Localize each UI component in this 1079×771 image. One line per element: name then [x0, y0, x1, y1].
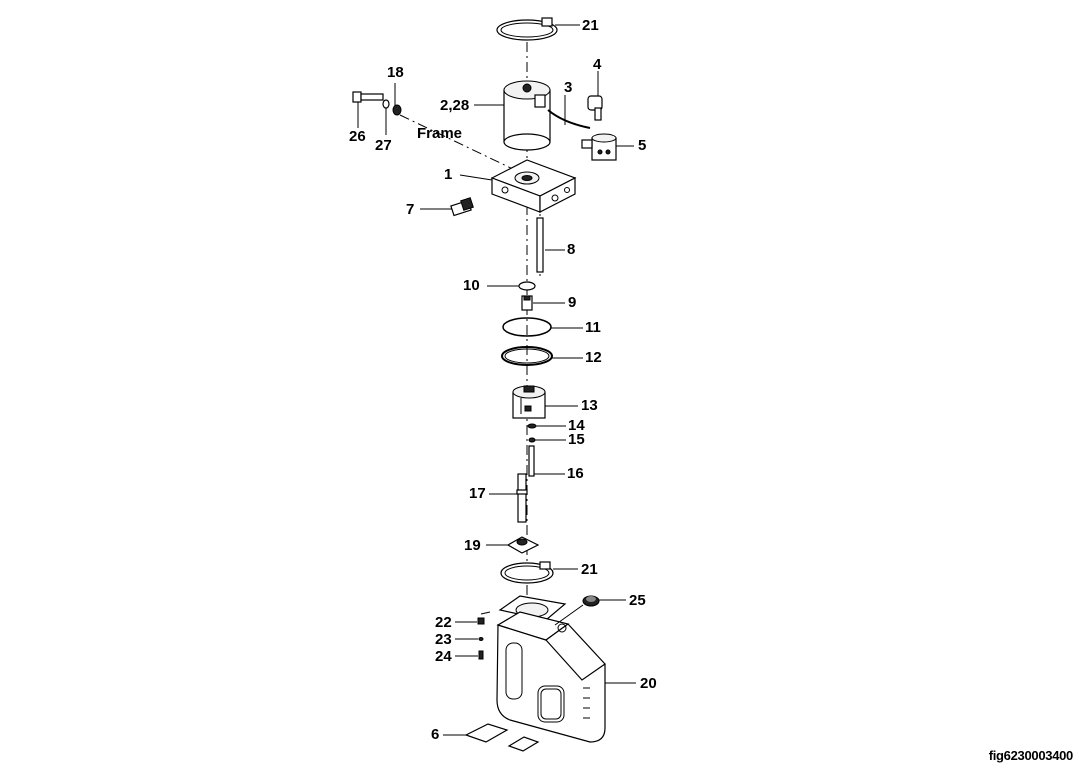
callout-25: 25 — [629, 592, 646, 609]
pick-up-tube — [516, 473, 528, 523]
clamp-top — [496, 17, 558, 41]
callout-20: 20 — [640, 675, 657, 692]
figure-id: fig6230003400 — [988, 748, 1074, 763]
connector — [587, 95, 603, 121]
callout-11: 11 — [585, 319, 601, 336]
pump — [512, 385, 546, 419]
callout-26: 26 — [349, 128, 366, 145]
callout-10: 10 — [463, 277, 480, 294]
manifold-block — [490, 159, 577, 213]
fitting — [450, 197, 474, 217]
callout-4: 4 — [593, 56, 602, 73]
motor — [503, 80, 551, 151]
callout-13: 13 — [581, 397, 598, 414]
seal-ring — [502, 317, 552, 337]
o-ring-small — [518, 281, 536, 291]
reservoir-tank — [496, 595, 606, 743]
callout-15: 15 — [568, 431, 585, 448]
callout-9: 9 — [568, 294, 577, 311]
small-seal-14 — [527, 423, 537, 429]
callout-16: 16 — [567, 465, 584, 482]
frame-axis — [399, 114, 516, 171]
callout-19: 19 — [464, 537, 481, 554]
drain-screw-set — [477, 611, 491, 660]
callout-14: 14 — [568, 417, 585, 434]
callout-17: 17 — [469, 485, 486, 502]
breather-cap — [582, 595, 600, 607]
callout-12: 12 — [585, 349, 602, 366]
callout-23: 23 — [435, 631, 452, 648]
leader-lines — [357, 24, 636, 736]
mounting-pads — [464, 723, 540, 752]
filter-plate — [506, 536, 540, 554]
short-rod — [528, 445, 535, 477]
solenoid — [581, 133, 617, 161]
cable — [547, 109, 591, 129]
callout-5: 5 — [638, 137, 647, 154]
callout-8: 8 — [567, 241, 576, 258]
callout-6: 6 — [431, 726, 440, 743]
callout-21-bottom: 21 — [581, 561, 598, 578]
callout-1: 1 — [444, 166, 453, 183]
clamp-bottom — [500, 561, 554, 584]
callout-27: 27 — [375, 137, 392, 154]
gasket-ring — [501, 346, 553, 366]
callout-3: 3 — [564, 79, 573, 96]
callout-2-28: 2,28 — [440, 97, 470, 114]
frame-label: Frame — [417, 125, 463, 142]
frame-bolt — [352, 91, 402, 116]
callout-7: 7 — [406, 201, 415, 218]
callout-18: 18 — [387, 64, 404, 81]
suction-tube — [536, 217, 544, 273]
callout-24: 24 — [435, 648, 452, 665]
callout-21-top: 21 — [582, 17, 599, 34]
callout-22: 22 — [435, 614, 452, 631]
pin — [521, 295, 533, 311]
small-seal-15 — [528, 437, 536, 443]
